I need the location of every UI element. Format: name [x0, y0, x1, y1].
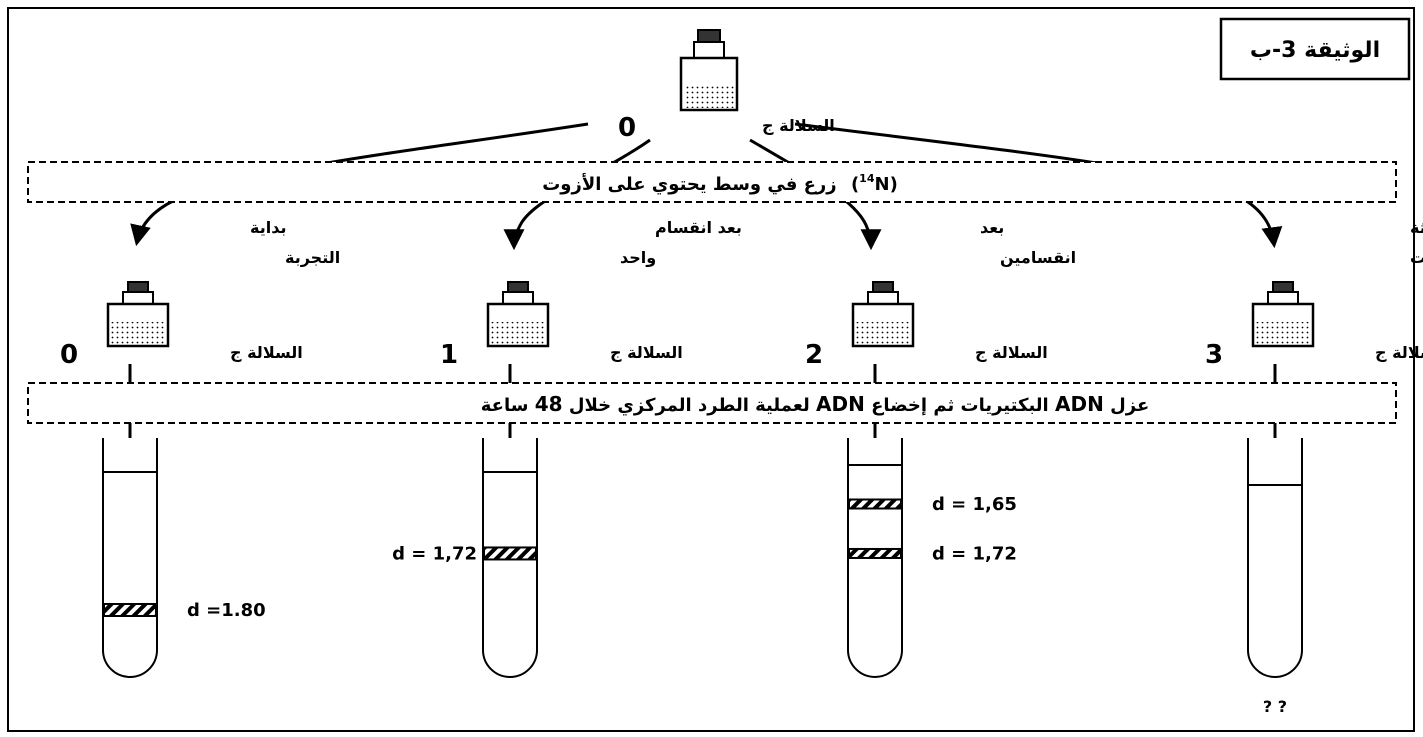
document-label: الوثيقة 3-ب — [1250, 38, 1380, 63]
document-label-box: الوثيقة 3-ب — [1219, 17, 1411, 81]
svg-text:0: 0 — [618, 113, 636, 143]
band-density-label: d = 1,65 — [932, 494, 1017, 515]
strain-label: السلالة ج — [610, 343, 683, 362]
branches-layer: بداية التجربة السلالة ج 0 d =1.80 بعد انقسام و… — [60, 218, 1423, 716]
branch-1: بعد انقسام واحد السلالة ج 1 d = 1,72 — [392, 218, 742, 678]
strain-flask — [1251, 281, 1315, 348]
medium-box: زرع في وسط يحتوي على الأزوت (14N) — [27, 161, 1397, 203]
dna-band — [103, 603, 157, 617]
band-density-label: d = 1,72 — [932, 543, 1017, 564]
unknown-result: ? ? — [1263, 697, 1287, 716]
branch-3: بعد ثلاثة انقسامات السلالة ج 3 ? ? — [1205, 218, 1423, 716]
strain-index: 3 — [1205, 340, 1223, 370]
branch-time-line1: بعد انقسام — [655, 218, 742, 237]
strain-index: 1 — [440, 340, 458, 370]
centrifuge-tube — [1247, 438, 1303, 678]
branch-time-line1: بداية — [250, 218, 286, 237]
strain-label: السلالة ج — [230, 343, 303, 362]
strain-label: السلالة ج — [975, 343, 1048, 362]
branch-2: بعد انقسامين السلالة ج 2 d = 1,65 d = 1,72 — [805, 218, 1076, 678]
band-density-label: d =1.80 — [187, 600, 266, 621]
medium-text: زرع في وسط يحتوي على الأزوت (14N) — [542, 172, 898, 195]
centrifuge-tube — [847, 438, 903, 678]
band-density-label: d = 1,72 — [392, 543, 477, 564]
strain-flask — [851, 281, 915, 348]
branch-time-line1: بعد — [980, 218, 1004, 237]
extraction-text: عزل ADN البكتيريات ثم إخضاع ADN لعملية ا… — [481, 392, 1150, 416]
parent-strain-label: السلالة ج 0 — [618, 113, 835, 143]
centrifuge-tube — [482, 438, 538, 678]
strain-index: 2 — [805, 340, 823, 370]
branch-time-line1: بعد ثلاثة — [1410, 218, 1423, 237]
branch-time-line2: انقسامين — [1000, 248, 1076, 267]
strain-flask — [486, 281, 550, 348]
branch-0: بداية التجربة السلالة ج 0 d =1.80 — [60, 218, 340, 678]
parent-flask — [679, 29, 739, 112]
outer-frame — [7, 7, 1415, 732]
dna-band — [848, 547, 902, 559]
extraction-box: عزل ADN البكتيريات ثم إخضاع ADN لعملية ا… — [27, 382, 1397, 424]
branch-time-line2: واحد — [620, 248, 656, 267]
branch-time-line2: التجربة — [285, 248, 340, 267]
strain-label: السلالة ج — [1375, 343, 1423, 362]
centrifuge-tube — [102, 438, 158, 678]
dna-band — [848, 498, 902, 510]
strain-index: 0 — [60, 340, 78, 370]
dna-band — [483, 546, 537, 561]
branch-time-line2: انقسامات — [1410, 248, 1423, 267]
strain-flask — [106, 281, 170, 348]
